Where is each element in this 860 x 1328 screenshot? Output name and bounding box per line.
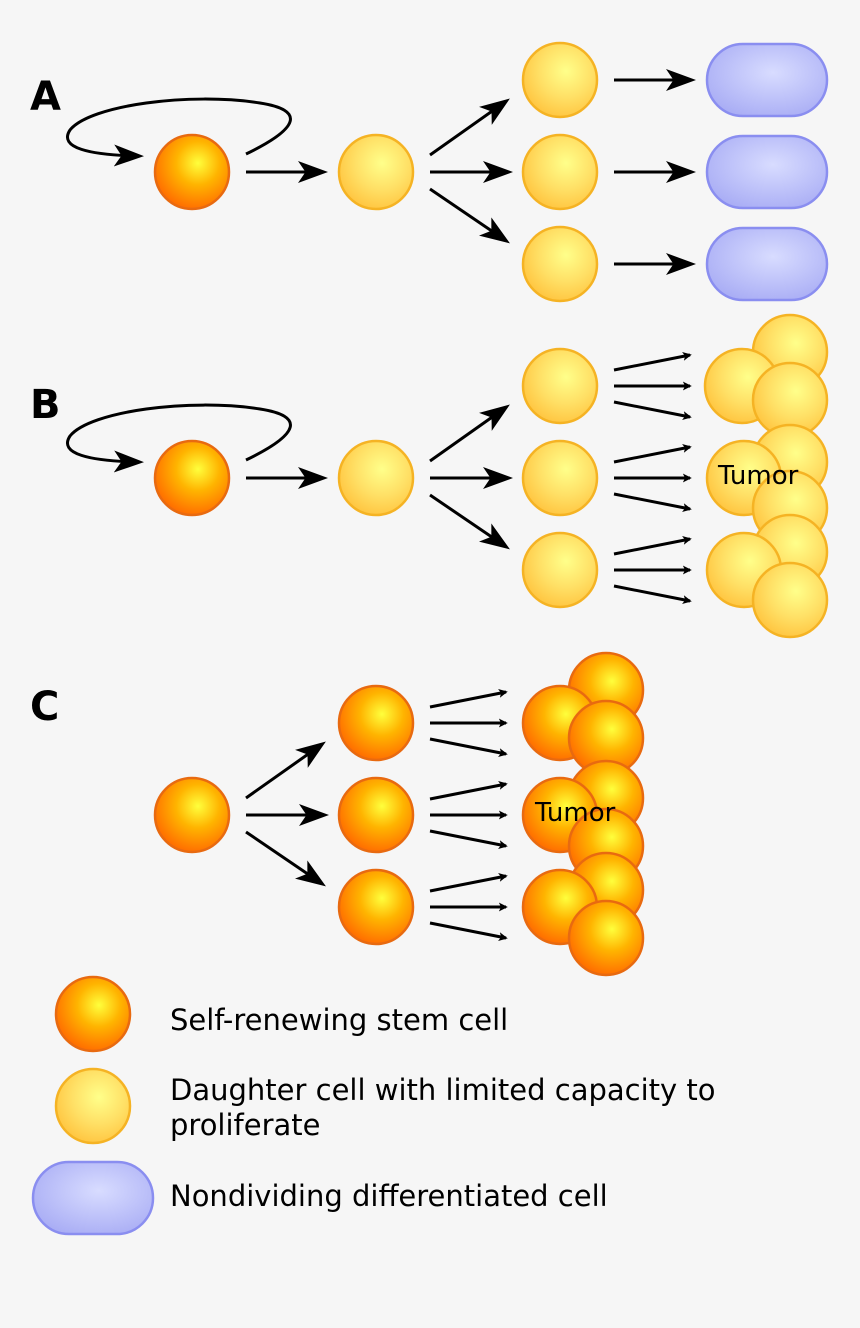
daughter-cell	[337, 439, 415, 517]
differentiated-cell	[705, 226, 829, 302]
daughter-cell	[521, 531, 599, 609]
tumor-cluster	[521, 651, 645, 977]
arrow	[245, 830, 326, 887]
daughter-cell	[521, 133, 599, 211]
legend-stem-cell-swatch	[54, 975, 132, 1053]
differentiated-cell	[705, 42, 829, 118]
arrow	[429, 493, 510, 550]
arrow-group	[613, 443, 692, 513]
self-renewal-loop-arrow	[66, 403, 292, 473]
tumor-label: Tumor	[717, 461, 799, 491]
arrow-group	[429, 780, 508, 850]
legend-differentiated-cell-swatch	[31, 1160, 155, 1236]
legend-stem-cell-label: Self-renewing stem cell	[170, 1003, 508, 1037]
daughter-cell	[337, 133, 415, 211]
daughter-cell	[521, 439, 599, 517]
stem-cell	[153, 776, 231, 854]
legend-daughter-cell-label-line2: proliferate	[170, 1108, 321, 1142]
arrow-group	[613, 351, 692, 421]
panel-a: A	[30, 41, 829, 303]
arrow	[429, 187, 510, 244]
tumor-label: Tumor	[534, 798, 616, 828]
stem-cell	[153, 439, 231, 517]
tumor-cluster	[703, 313, 829, 639]
legend-daughter-cell-label-line1: Daughter cell with limited capacity to	[170, 1073, 716, 1107]
daughter-cell	[521, 347, 599, 425]
legend: Self-renewing stem cell Daughter cell wi…	[31, 975, 716, 1236]
legend-daughter-cell-swatch	[54, 1067, 132, 1145]
legend-differentiated-cell-label: Nondividing differentiated cell	[170, 1179, 608, 1213]
arrow	[429, 98, 510, 157]
panel-c: C	[30, 651, 645, 977]
arrow-group	[429, 872, 508, 942]
arrow	[245, 741, 326, 800]
panel-b: B	[30, 313, 829, 639]
stem-cell	[337, 868, 415, 946]
stem-cell	[337, 684, 415, 762]
self-renewal-loop-arrow	[66, 97, 292, 167]
arrow	[429, 404, 510, 463]
daughter-cell	[521, 225, 599, 303]
arrow-group	[429, 688, 508, 758]
stem-cell	[153, 133, 231, 211]
stem-cell	[337, 776, 415, 854]
differentiated-cell	[705, 134, 829, 210]
panel-c-label: C	[30, 684, 59, 730]
panel-b-label: B	[30, 382, 61, 428]
panel-a-label: A	[30, 74, 61, 120]
arrow-group	[613, 535, 692, 605]
daughter-cell	[521, 41, 599, 119]
